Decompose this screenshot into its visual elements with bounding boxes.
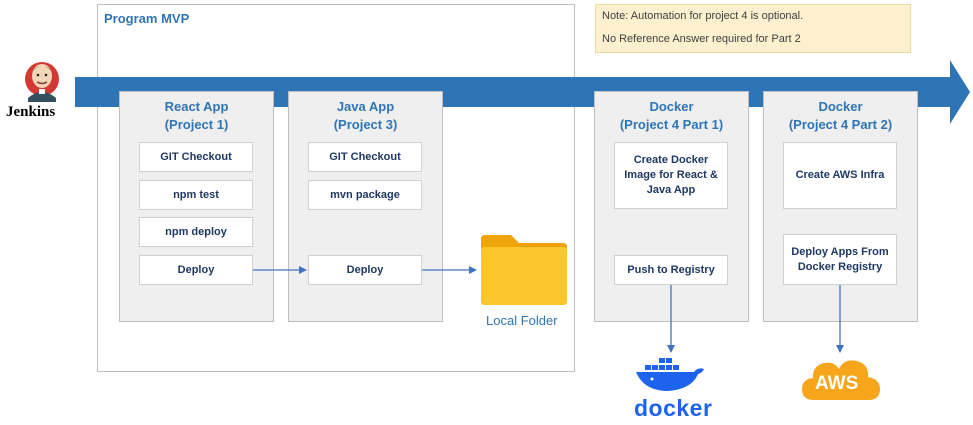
step-create-docker-image: Create Docker Image for React & Java App [614,142,728,209]
panel-react-title-2: (Project 1) [164,117,229,132]
panel-java-title-2: (Project 3) [333,117,398,132]
step-java-deploy: Deploy [308,255,422,285]
step-react-deploy: Deploy [139,255,253,285]
panel-java-title-1: Java App [336,99,395,114]
docker-whale-icon [636,358,704,391]
step-push-to-registry: Push to Registry [614,255,728,285]
step-deploy-apps-from-registry: Deploy Apps From Docker Registry [783,234,897,285]
panel-docker1-title-2: (Project 4 Part 1) [619,117,724,132]
step-react-git-checkout: GIT Checkout [139,142,253,172]
folder-icon [481,235,567,305]
aws-cloud-icon [802,360,880,400]
note-line-2: No Reference Answer required for Part 2 [602,33,801,45]
step-create-aws-infra: Create AWS Infra [783,142,897,209]
panel-docker2-title-2: (Project 4 Part 2) [788,117,893,132]
step-java-mvn-package: mvn package [308,180,422,210]
panel-react-title-1: React App [164,99,229,114]
note-box: Note: Automation for project 4 is option… [595,4,911,53]
program-mvp-title: Program MVP [104,11,190,26]
jenkins-logo-icon [25,62,59,102]
jenkins-label: Jenkins [6,104,56,120]
docker-logo-text: docker [634,395,713,421]
aws-logo-text: AWS [815,373,859,394]
step-java-git-checkout: GIT Checkout [308,142,422,172]
local-folder-label: Local Folder [486,313,558,328]
panel-docker2-title-1: Docker [818,99,863,114]
panel-docker1-title-1: Docker [649,99,694,114]
step-react-npm-deploy: npm deploy [139,217,253,247]
step-react-npm-test: npm test [139,180,253,210]
note-line-1: Note: Automation for project 4 is option… [602,10,804,22]
